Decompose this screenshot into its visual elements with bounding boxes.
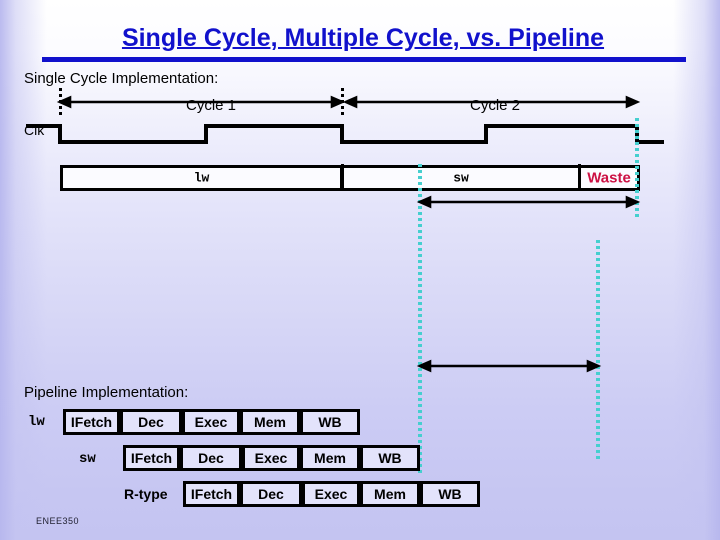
pipeline-rtype-stage-exec: Exec [302, 481, 360, 507]
instruction-bar-lw-label: lw [193, 170, 210, 186]
pipeline-sw-stage-exec: Exec [242, 445, 300, 471]
instruction-bar-waste-label: Waste [587, 169, 631, 187]
marker-line-left [418, 164, 422, 475]
pipeline-lw-stage-mem: Mem [240, 409, 300, 435]
footer-course-code: ENEE350 [36, 516, 80, 526]
cycle-boundary-dash-t1 [341, 88, 344, 118]
single-cycle-heading: Single Cycle Implementation: [24, 70, 219, 87]
pipeline-lw-stage-dec: Dec [120, 409, 182, 435]
page-title-text: Single Cycle, Multiple Cycle, vs. Pipeli… [121, 24, 605, 52]
pipeline-lw-stage-exec: Exec [182, 409, 240, 435]
marker-line-middle [596, 240, 600, 462]
title-underline-rule [42, 57, 686, 62]
pipeline-row-label-sw: sw [79, 451, 96, 467]
page-title: Single Cycle, Multiple Cycle, vs. Pipeli… [40, 24, 686, 64]
instruction-bar-lw: lw [60, 165, 343, 191]
pipeline-heading: Pipeline Implementation: [24, 384, 189, 401]
instruction-bar-waste: Waste [578, 165, 640, 191]
pipeline-rtype-stage-ifetch: IFetch [183, 481, 240, 507]
pipeline-rtype-stage-wb: WB [420, 481, 480, 507]
pipeline-rtype-stage-dec: Dec [240, 481, 302, 507]
instruction-bar-sw-label: sw [453, 170, 469, 186]
pipeline-rtype-stage-mem: Mem [360, 481, 420, 507]
pipeline-lw-stage-ifetch: IFetch [63, 409, 120, 435]
pipeline-sw-stage-mem: Mem [300, 445, 360, 471]
pipeline-lw-stage-wb: WB [300, 409, 360, 435]
cycle-boundary-dash-t0 [59, 88, 62, 118]
pipeline-row-label-rtype: R-type [124, 486, 168, 502]
marker-line-right [635, 118, 639, 218]
pipeline-sw-stage-dec: Dec [180, 445, 242, 471]
pipeline-row-label-lw: lw [28, 414, 45, 430]
pipeline-sw-stage-ifetch: IFetch [123, 445, 180, 471]
pipeline-sw-stage-wb: WB [360, 445, 420, 471]
